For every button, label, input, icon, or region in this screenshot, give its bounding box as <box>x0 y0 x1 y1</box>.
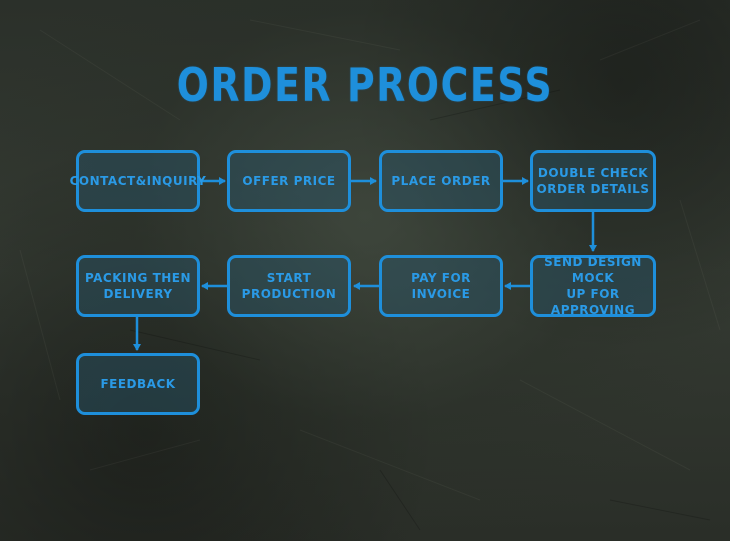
step-label: PLACE ORDER <box>391 174 491 188</box>
step-send-design-mockup: SEND DESIGN MOCK UP FOR APPROVING <box>530 255 656 317</box>
step-label: SEND DESIGN MOCK UP FOR APPROVING <box>544 255 642 317</box>
step-label: PACKING THEN DELIVERY <box>84 271 192 301</box>
step-contact-inquiry: CONTACT&INQUIRY <box>70 150 206 212</box>
step-label: FEEDBACK <box>100 377 176 391</box>
step-label: PAY FOR INVOICE <box>411 271 471 301</box>
step-start-production: START PRODUCTION <box>227 255 351 317</box>
step-offer-price: OFFER PRICE <box>227 150 351 212</box>
step-label: DOUBLE CHECK ORDER DETAILS <box>536 166 650 196</box>
step-label: START PRODUCTION <box>241 271 337 301</box>
step-pay-for-invoice: PAY FOR INVOICE <box>379 255 503 317</box>
step-packing-then-delivery: PACKING THEN DELIVERY <box>76 255 200 317</box>
step-label: OFFER PRICE <box>242 174 336 188</box>
step-feedback: FEEDBACK <box>76 353 200 415</box>
step-place-order: PLACE ORDER <box>379 150 503 212</box>
page-title: ORDER PROCESS <box>176 58 554 112</box>
step-label: CONTACT&INQUIRY <box>69 174 207 188</box>
step-double-check-order-details: DOUBLE CHECK ORDER DETAILS <box>530 150 656 212</box>
